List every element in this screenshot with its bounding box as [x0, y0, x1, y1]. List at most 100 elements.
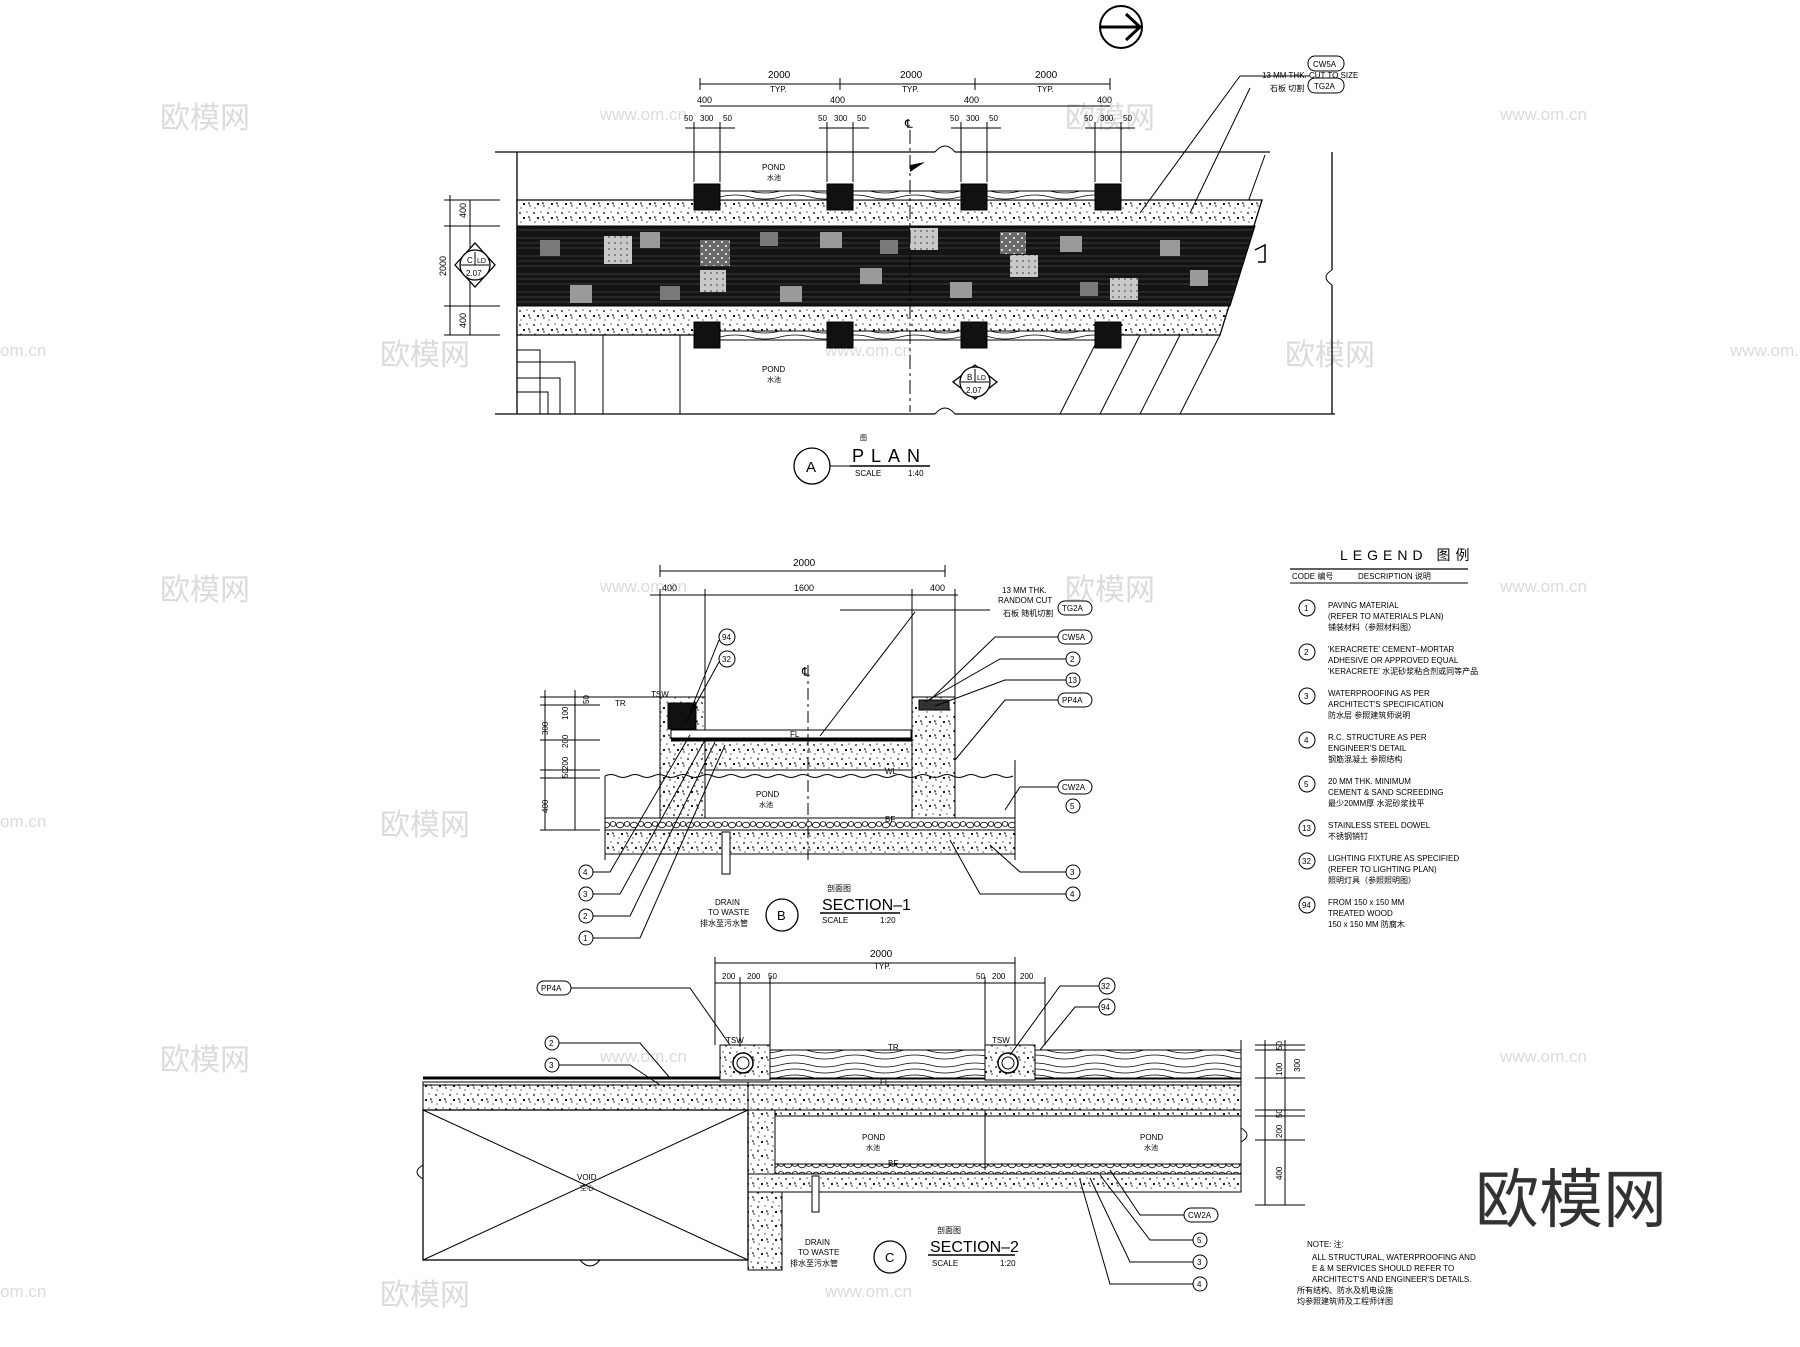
watermark-url: www.om.cn [1729, 341, 1800, 360]
plan-dim-sub: 400 [964, 95, 979, 105]
svg-text:94: 94 [722, 633, 731, 642]
sec2-labels: TSW TSW TR FL BF POND 水池 POND 水池 VOID 空心… [577, 1036, 1163, 1268]
legend-item-badge [1298, 599, 1316, 617]
legend-item-badge [1298, 775, 1316, 793]
svg-text:CW2A: CW2A [1188, 1211, 1212, 1220]
watermark-brand: 欧模网 [380, 339, 470, 372]
sec1-dim-sub: 1600 [794, 583, 814, 593]
svg-text:水池: 水池 [866, 1143, 880, 1152]
svg-text:排水至污水管: 排水至污水管 [790, 1258, 838, 1268]
plan-centerline-mark: ℄ [904, 117, 913, 131]
svg-text:剖面图: 剖面图 [827, 883, 851, 893]
svg-text:TO WASTE: TO WASTE [708, 908, 749, 917]
sec2-dim-top: 2000 [870, 949, 893, 960]
plan-pond-label: POND [762, 163, 785, 172]
legend-item-text: ARCHITECT'S SPECIFICATION [1328, 700, 1444, 709]
svg-text:50: 50 [989, 114, 998, 123]
svg-text:5: 5 [1070, 802, 1075, 811]
svg-text:WL: WL [885, 767, 898, 776]
svg-text:300: 300 [700, 114, 714, 123]
svg-text:50: 50 [950, 114, 959, 123]
legend-item-badge [1298, 852, 1316, 870]
svg-text:BF: BF [888, 1159, 898, 1168]
svg-text:2: 2 [1070, 655, 1075, 664]
svg-text:13: 13 [1068, 676, 1077, 685]
watermark-url-tail: om.cn [0, 812, 46, 831]
svg-text:C: C [885, 1250, 894, 1265]
sec1-nums-right: 2 13 5 3 4 [1065, 651, 1081, 902]
sec2-title: SECTION–2 [930, 1239, 1019, 1256]
plan-pond-label-cn: 水池 [767, 173, 781, 182]
watermark-url: www.om.cn [599, 577, 687, 596]
legend-item-number: 3 [1304, 692, 1309, 701]
svg-text:100: 100 [561, 706, 570, 720]
svg-text:水池: 水池 [1144, 1143, 1158, 1152]
plan-pond-label-cn: 水池 [767, 375, 781, 384]
legend-col-desc: DESCRIPTION 说明 [1358, 571, 1431, 581]
legend-item-text: 不锈钢销钉 [1328, 831, 1368, 841]
svg-text:3: 3 [583, 890, 588, 899]
timber-posts-bottom [693, 321, 1122, 349]
svg-text:400: 400 [541, 799, 550, 813]
svg-text:1: 1 [583, 934, 588, 943]
svg-text:LD: LD [477, 258, 486, 265]
svg-text:TSW: TSW [651, 690, 669, 699]
svg-text:SCALE: SCALE [855, 469, 881, 478]
svg-text:50: 50 [582, 695, 591, 704]
svg-text:50: 50 [857, 114, 866, 123]
sec2-dim-typ: TYP. [874, 962, 891, 971]
plan-dim-top: 2000 [768, 70, 791, 81]
section-marker-c[interactable]: C LD 2.07 [454, 242, 496, 288]
legend-item-text: WATERPROOFING AS PER [1328, 689, 1430, 698]
legend-item-text: 照明灯具（参照照明图） [1328, 875, 1416, 885]
legend-item-text: PAVING MATERIAL [1328, 601, 1399, 610]
svg-text:TG2A: TG2A [1314, 82, 1336, 91]
general-note: NOTE: 注: ALL STRUCTURAL, WATERPROOFING A… [1297, 1239, 1476, 1306]
watermarks: 欧模网 欧模网 欧模网 欧模网 欧模网 欧模网 欧模网 欧模网 欧模网 www.… [0, 102, 1800, 1312]
svg-text:4: 4 [1197, 1280, 1202, 1289]
svg-text:50: 50 [723, 114, 732, 123]
svg-text:排水至污水管: 排水至污水管 [700, 918, 748, 928]
sec2-title-block: C 剖面图 SECTION–2 SCALE 1:20 [873, 1225, 1019, 1274]
svg-text:50: 50 [1275, 1041, 1284, 1050]
svg-text:2.07: 2.07 [966, 386, 982, 395]
legend-item-text: LIGHTING FIXTURE AS SPECIFIED [1328, 854, 1459, 863]
plan-dim-sub: 400 [697, 95, 712, 105]
svg-text:TSW: TSW [726, 1036, 744, 1045]
svg-text:50: 50 [1084, 114, 1093, 123]
svg-text:3: 3 [1197, 1258, 1202, 1267]
watermark-url: www.om.cn [1499, 1047, 1587, 1066]
svg-text:E & M SERVICES SHOULD REFER TO: E & M SERVICES SHOULD REFER TO [1312, 1264, 1454, 1273]
watermark-brand: 欧模网 [380, 1279, 470, 1312]
svg-text:SCALE: SCALE [932, 1259, 958, 1268]
svg-text:TR: TR [615, 699, 626, 708]
sec1-dim-left: 50 100 200 300 200 50 400 [541, 695, 591, 813]
svg-text:2.07: 2.07 [466, 269, 482, 278]
sec1-nums-left: 94 32 4 3 2 1 [578, 628, 736, 946]
legend-item-text: 150 x 150 MM 防腐木 [1328, 919, 1405, 929]
svg-text:℄: ℄ [801, 665, 810, 679]
svg-text:400: 400 [1275, 1166, 1284, 1180]
svg-text:200: 200 [722, 972, 736, 981]
svg-text:VOID: VOID [577, 1173, 597, 1182]
legend-title: LEGEND 图例 [1340, 547, 1474, 563]
svg-text:B: B [777, 908, 786, 923]
svg-text:1:20: 1:20 [880, 916, 896, 925]
legend-item-text: STAINLESS STEEL DOWEL [1328, 821, 1431, 830]
svg-text:300: 300 [834, 114, 848, 123]
plan-dim-typ: TYP. [902, 85, 919, 94]
legend-item-badge [1298, 819, 1316, 837]
watermark-url: www.om.cn [824, 1282, 912, 1301]
svg-text:PP4A: PP4A [1062, 696, 1083, 705]
svg-text:TG2A: TG2A [1062, 604, 1084, 613]
plan-dim-typ: TYP. [1037, 85, 1054, 94]
legend-item-number: 2 [1304, 648, 1309, 657]
legend-item-number: 13 [1302, 824, 1311, 833]
sec1-levels: TSW TR FL WL BF POND 水池 DRAIN TO WASTE 排… [615, 690, 898, 928]
section-marker-b[interactable]: B LD 2.07 [951, 364, 999, 400]
svg-text:13 MM THK.: 13 MM THK. [1002, 586, 1047, 595]
watermark-brand: 欧模网 [160, 1044, 250, 1077]
svg-text:TR: TR [888, 1043, 899, 1052]
